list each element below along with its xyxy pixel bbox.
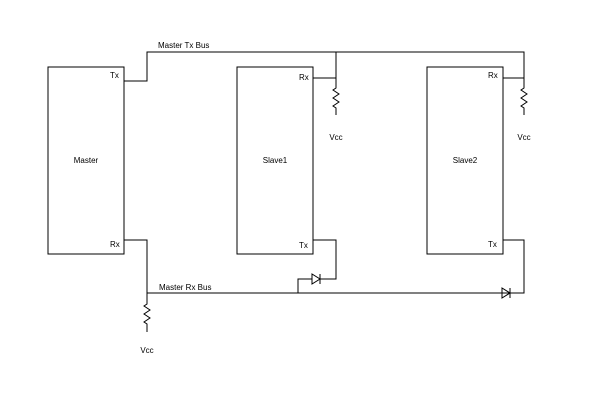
slave2-pullup-resistor <box>520 84 528 115</box>
slave1-diode <box>311 273 325 285</box>
slave1-vcc-label: Vcc <box>329 133 342 142</box>
master-rx-pullup-resistor <box>143 293 151 332</box>
master-rx-bus-label: Master Rx Bus <box>159 283 211 292</box>
slave1-rx-pin-label: Rx <box>299 73 309 82</box>
master-box <box>47 66 125 255</box>
slave1-box <box>236 66 314 255</box>
slave1-tx-pin-label: Tx <box>299 241 308 250</box>
slave2-label: Slave2 <box>453 156 478 165</box>
slave1-tx-wire <box>313 239 337 280</box>
slave1-pullup-resistor <box>332 84 340 115</box>
slave2-vcc-label: Vcc <box>517 133 530 142</box>
master-tx-bus-wire <box>124 51 525 82</box>
slave1-label: Slave1 <box>263 156 288 165</box>
slave2-box <box>426 66 504 255</box>
master-label: Master <box>74 156 99 165</box>
slave2-diode <box>498 287 514 299</box>
master-tx-bus-label: Master Tx Bus <box>158 41 209 50</box>
slave1-diode-lead <box>297 278 312 293</box>
slave2-rx-pin-label: Rx <box>488 71 498 80</box>
master-tx-pin-label: Tx <box>110 71 119 80</box>
slave2-tx-pin-label: Tx <box>488 240 497 249</box>
master-rx-vcc-label: Vcc <box>140 346 153 355</box>
master-rx-pin-label: Rx <box>110 240 120 249</box>
master-rx-bus-wire <box>124 239 525 294</box>
